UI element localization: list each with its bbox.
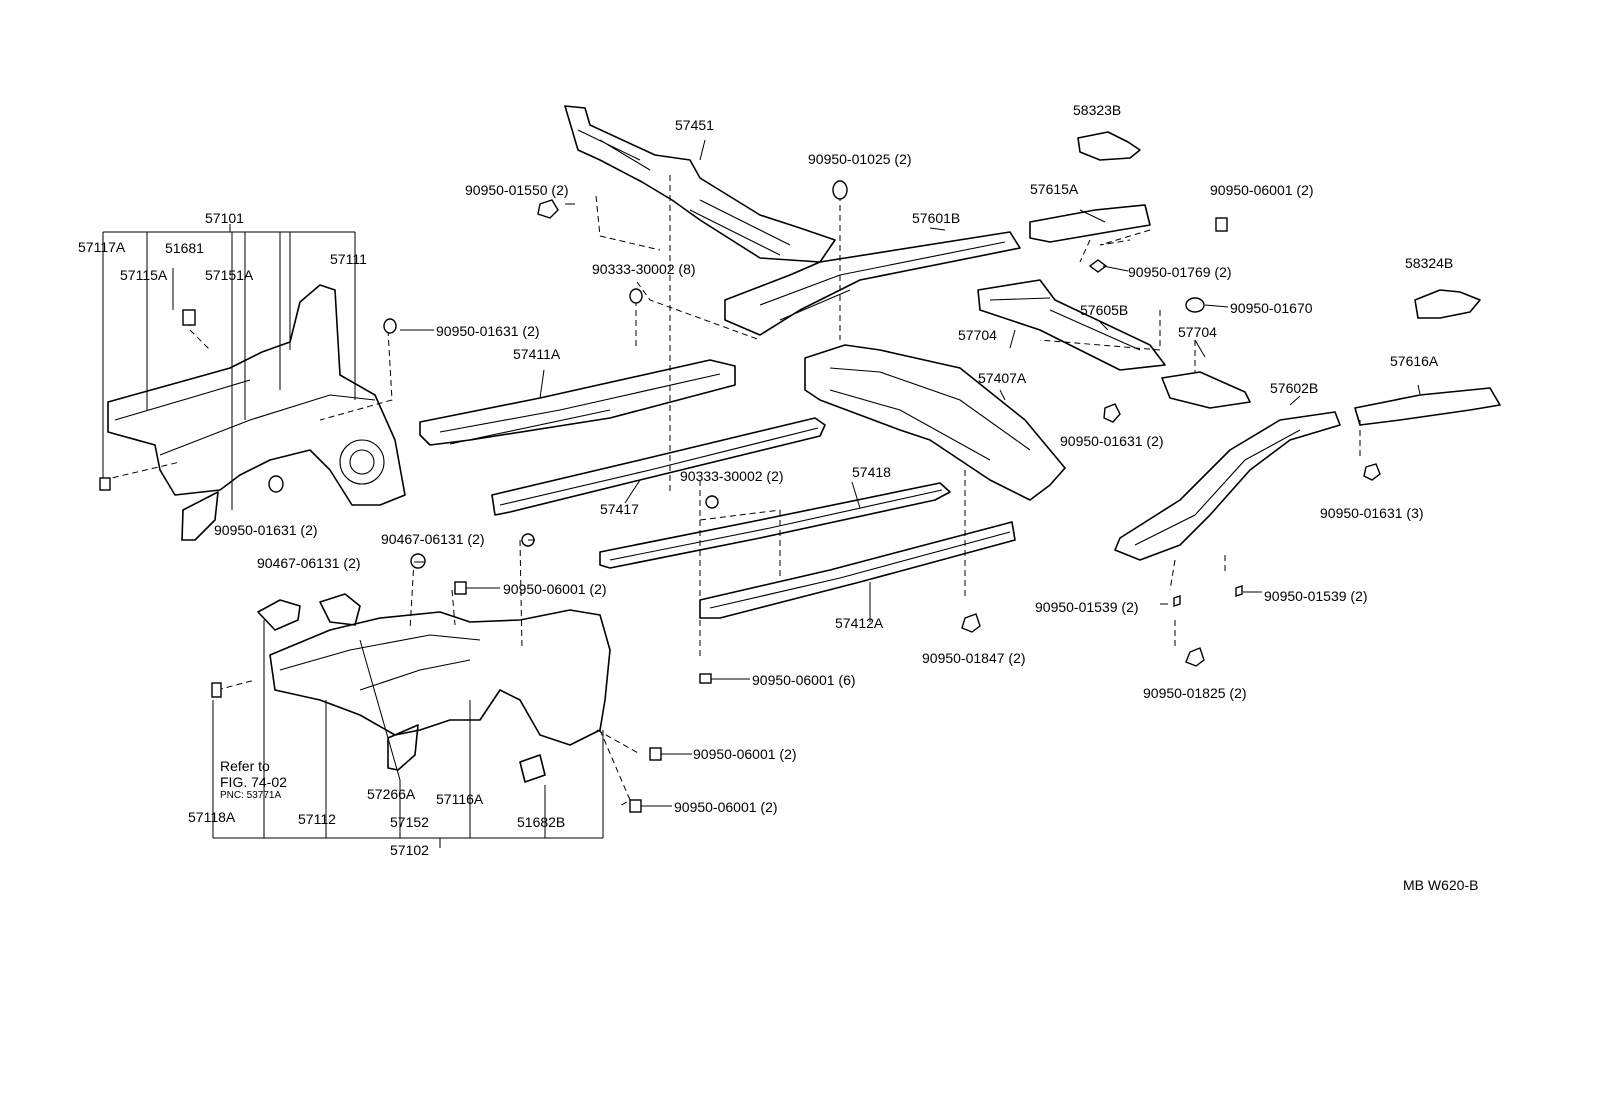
label-57602B: 57602B [1270, 380, 1319, 396]
plug-90950-06001-b [454, 581, 467, 595]
label-57266A: 57266A [367, 786, 416, 802]
label-57412A: 57412A [835, 615, 884, 631]
bracket-57266A [257, 599, 301, 631]
label-57116A: 57116A [436, 791, 484, 807]
member-57704-right [1161, 371, 1251, 409]
label-57101: 57101 [205, 210, 244, 226]
plug-90950-06001-d [649, 747, 662, 761]
label-90950-06001-top: 90950-06001 (2) [1210, 182, 1314, 198]
clip-57118A [211, 682, 222, 698]
label-90950-01631-b: 90950-01631 (2) [1060, 433, 1164, 449]
label-57151A: 57151A [205, 267, 254, 283]
plug-90333-30002-mid [705, 495, 719, 509]
bracket-58324B [1414, 289, 1481, 319]
rail-57412A [699, 521, 1016, 619]
plug-90467-06131-b [410, 553, 426, 569]
label-90467-06131-a: 90467-06131 (2) [381, 531, 485, 547]
nut-90950-01631-c [1363, 463, 1381, 481]
side-member-57601B [724, 231, 1021, 336]
label-refer-fig: FIG. 74-02 [220, 774, 287, 790]
label-90333-30002-top: 90333-30002 (8) [592, 261, 696, 277]
rail-57411A [419, 359, 736, 446]
label-57601B: 57601B [912, 210, 961, 226]
label-57115A: 57115A [120, 267, 168, 283]
label-90950-01825: 90950-01825 (2) [1143, 685, 1247, 701]
apron-57102 [269, 609, 611, 746]
label-51681: 51681 [165, 240, 204, 256]
label-57152: 57152 [390, 814, 429, 830]
bolt-90950-01539-b [1235, 585, 1243, 597]
bolt-90950-01539-a [1173, 595, 1181, 607]
plug-90950-06001-top [1215, 217, 1228, 232]
label-57102: 57102 [390, 842, 429, 858]
label-refer-pnc: PNC: 53771A [220, 790, 282, 801]
plug-90950-01631-d [268, 475, 284, 493]
apron-57101 [107, 284, 406, 506]
label-57605B: 57605B [1080, 302, 1129, 318]
extension-57615A [1029, 204, 1151, 243]
nut-90950-01825 [1185, 647, 1205, 667]
crossmember-57451 [564, 105, 836, 263]
label-90950-01670: 90950-01670 [1230, 300, 1313, 316]
label-57615A: 57615A [1030, 181, 1079, 197]
member-57605B [977, 279, 1166, 371]
bracket-top-57112 [319, 593, 361, 626]
label-90950-01631-c: 90950-01631 (3) [1320, 505, 1424, 521]
extension-57616A [1354, 387, 1501, 426]
label-57407A: 57407A [978, 370, 1027, 386]
label-57411A: 57411A [513, 346, 561, 362]
plug-90950-06001-e [629, 799, 642, 813]
label-57704-b: 57704 [1178, 324, 1217, 340]
label-57111: 57111 [330, 251, 367, 267]
label-57451: 57451 [675, 117, 714, 133]
label-90950-06001-e: 90950-06001 (2) [674, 799, 778, 815]
label-90950-01539-b: 90950-01539 (2) [1264, 588, 1368, 604]
label-90950-01025: 90950-01025 (2) [808, 151, 912, 167]
plug-90950-01631-a [383, 318, 397, 334]
plug-90950-06001-c [699, 673, 712, 684]
label-57418: 57418 [852, 464, 891, 480]
label-90950-01769: 90950-01769 (2) [1128, 264, 1232, 280]
gusset-57151A [181, 491, 219, 541]
label-51682B: 51682B [517, 814, 566, 830]
label-90950-01550: 90950-01550 (2) [465, 182, 569, 198]
bracket-58323B [1077, 131, 1141, 161]
label-57112: 57112 [298, 811, 336, 827]
clip-90950-01769 [1088, 259, 1108, 273]
label-90950-01539-a: 90950-01539 (2) [1035, 599, 1139, 615]
bracket-51682B [519, 754, 546, 783]
nut-90950-01631-b [1103, 403, 1121, 423]
label-57704-a: 57704 [958, 327, 997, 343]
label-90950-06001-c: 90950-06001 (6) [752, 672, 856, 688]
clip-51681 [182, 309, 196, 326]
clip-57117A [99, 477, 111, 491]
label-90950-01631-a: 90950-01631 (2) [436, 323, 540, 339]
label-58324B: 58324B [1405, 255, 1454, 271]
rocker-57418 [599, 482, 951, 569]
nut-90950-01847 [961, 613, 981, 633]
label-90950-06001-b: 90950-06001 (2) [503, 581, 607, 597]
plug-90333-30002-top [629, 288, 643, 304]
tunnel-57407A [804, 344, 1066, 501]
label-57118A: 57118A [188, 809, 236, 825]
side-member-57602B [1114, 411, 1341, 561]
plug-90950-01025 [832, 180, 848, 200]
label-90333-30002-mid: 90333-30002 (2) [680, 468, 784, 484]
plug-90950-01670 [1185, 297, 1205, 313]
label-refer-to: Refer to [220, 758, 270, 774]
nut-90950-01550 [537, 199, 559, 219]
rocker-57417 [491, 417, 826, 516]
diagram-code: MB W620-B [1403, 877, 1479, 893]
label-90950-06001-d: 90950-06001 (2) [693, 746, 797, 762]
label-90950-01631-d: 90950-01631 (2) [214, 522, 318, 538]
label-57616A: 57616A [1390, 353, 1439, 369]
label-90467-06131-b: 90467-06131 (2) [257, 555, 361, 571]
gusset-57152 [387, 724, 419, 771]
label-90950-01847: 90950-01847 (2) [922, 650, 1026, 666]
label-58323B: 58323B [1073, 102, 1122, 118]
label-57417: 57417 [600, 501, 639, 517]
label-57117A: 57117A [78, 239, 126, 255]
